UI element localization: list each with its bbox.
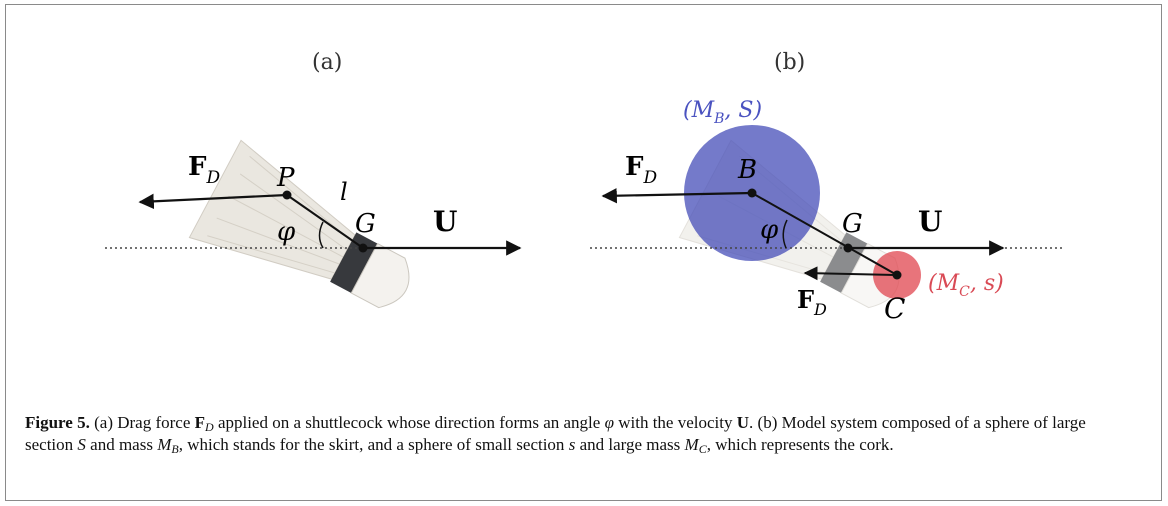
- figure-caption: Figure 5. (a) Drag force FD applied on a…: [25, 412, 1135, 456]
- caption-text: , which stands for the skirt, and a sphe…: [178, 435, 569, 454]
- caption-text: (a) Drag force: [89, 413, 195, 432]
- lever-line-b: [751, 192, 898, 276]
- drag-force-arrow-b: [601, 188, 753, 204]
- panel-b-label: (b): [774, 50, 806, 75]
- point-g-dot-a: [358, 243, 368, 253]
- lever-line-a: [286, 194, 364, 249]
- panel-a-label: (a): [312, 50, 343, 75]
- label-force-b: FD: [625, 152, 657, 188]
- caption-symbol: φ: [604, 413, 614, 432]
- caption-figure-tag: Figure 5.: [25, 413, 90, 432]
- label-point-b: B: [737, 155, 757, 185]
- caption-text: applied on a shuttlecock whose direction…: [213, 413, 605, 432]
- label-cork-sphere: (MC, s): [928, 271, 1004, 300]
- caption-subscript: D: [205, 420, 214, 434]
- label-point-c: C: [884, 292, 905, 325]
- angle-arc-b: [782, 219, 788, 249]
- label-angle-b: φ: [760, 215, 779, 245]
- caption-subscript: B: [171, 442, 179, 456]
- label-skirt-sphere: (MB, S): [683, 98, 762, 127]
- figure-frame: [5, 4, 1162, 501]
- caption-symbol: F: [194, 413, 206, 432]
- label-velocity-a: U: [433, 205, 457, 238]
- caption-subscript: C: [698, 442, 707, 456]
- point-g-dot-b: [843, 243, 853, 253]
- label-point-p: P: [276, 163, 295, 193]
- point-b-dot: [747, 188, 757, 198]
- label-velocity-b: U: [918, 205, 942, 238]
- drag-force-arrow-c: [803, 266, 898, 281]
- point-c-dot: [892, 270, 902, 280]
- caption-symbol: s: [568, 435, 576, 454]
- caption-symbol: M: [684, 435, 699, 454]
- label-point-g-b: G: [842, 209, 863, 239]
- caption-text: . (b) Model system composed of a sphere …: [25, 413, 1086, 454]
- caption-symbol: M: [157, 435, 172, 454]
- label-length-l: l: [340, 178, 348, 206]
- caption-symbol: U: [736, 413, 750, 432]
- caption-text: with the velocity: [613, 413, 737, 432]
- angle-arc-a: [318, 221, 324, 249]
- point-p-dot: [282, 190, 292, 200]
- caption-text: and mass: [85, 435, 158, 454]
- label-force-c: FD: [797, 285, 827, 319]
- caption-text: and large mass: [575, 435, 685, 454]
- caption-symbol: S: [77, 435, 86, 454]
- label-angle-a: φ: [277, 217, 296, 247]
- shuttlecock-a: [188, 139, 410, 309]
- label-point-g-a: G: [355, 209, 376, 239]
- drag-force-arrow-a: [138, 193, 288, 210]
- caption-text: , which represents the cork.: [706, 435, 894, 454]
- label-force-a: FD: [188, 152, 220, 188]
